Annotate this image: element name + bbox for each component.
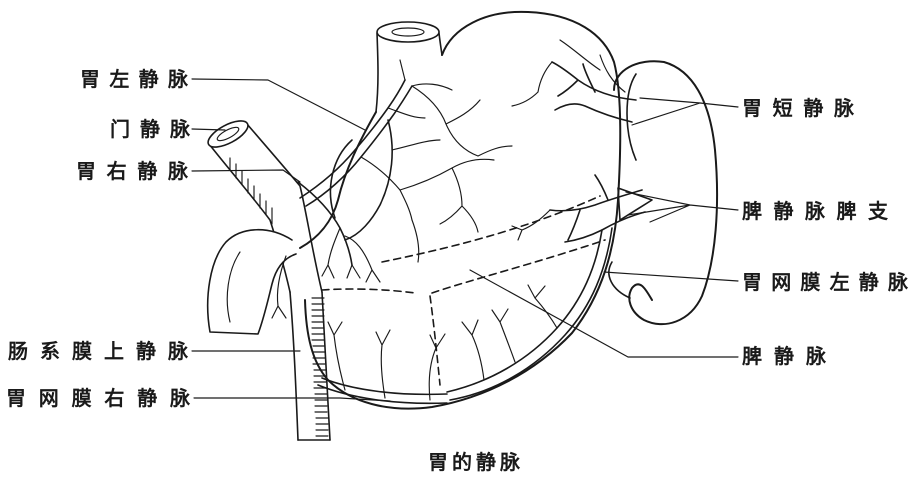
left-gastric-vein <box>300 60 452 240</box>
esophagus-wall-right <box>439 33 442 55</box>
leader-line-right-gastric-vein <box>192 170 300 182</box>
gastric-wall-vein-middle <box>400 159 494 232</box>
label-right-gastric-vein: 胃右静脉 <box>76 159 189 183</box>
label-splenic-vein: 脾静脉 <box>742 344 827 368</box>
spleen <box>609 61 717 324</box>
gastric-wall-vein-upper <box>412 86 512 156</box>
label-right-gastroepiploic-vein: 胃网膜右静脉 <box>6 386 191 410</box>
esophagus-wall-left <box>376 33 378 112</box>
short-gastric-vein-upper <box>552 62 636 100</box>
dashed-line-vertical <box>430 296 440 385</box>
spleen-hilum-upper <box>627 74 636 160</box>
label-left-gastroepiploic-vein: 胃网膜左静脉 <box>742 270 909 294</box>
right-gastroepiploic-vein-branches <box>328 322 445 400</box>
label-superior-mesenteric-vein: 肠系膜上静脉 <box>8 339 189 363</box>
left-gastric-vein-descending-branch <box>345 120 392 240</box>
portal-vein-shading <box>230 158 272 224</box>
smv-wall-left <box>290 292 298 440</box>
label-splenic-vein-splenic-branches: 脾静脉脾支 <box>742 199 889 223</box>
splenic-branch-twigs <box>512 210 550 240</box>
splenic-branches <box>512 175 652 242</box>
superior-mesenteric-vein <box>290 292 330 440</box>
label-left-gastric-vein: 胃左静脉 <box>80 67 189 91</box>
duodenum <box>208 230 296 334</box>
leader-line-left-gastroepiploic-vein <box>604 272 738 281</box>
right-gastroepiploic-vein <box>318 322 447 403</box>
dashed-line-splenic-right <box>432 240 605 293</box>
splenic-branch-upper <box>550 175 642 240</box>
leader-line-short-gastric-veins <box>632 98 738 125</box>
esophagus <box>376 22 442 112</box>
left-gastroepiploic-vein-wall-b <box>447 230 602 392</box>
portal-vein-cut-end <box>204 116 251 153</box>
gastric-wall-veins <box>392 86 512 262</box>
label-portal-vein: 门静脉 <box>110 117 191 141</box>
spleen-lower-pole <box>609 262 630 298</box>
right-gastric-vein-branches <box>322 228 380 282</box>
left-gastroepiploic-vein-wall-a <box>450 228 612 400</box>
left-gastroepiploic-vein-branches <box>462 285 557 380</box>
leader-line-left-gastric-vein <box>192 79 365 130</box>
dashed-line-splenic-left <box>322 289 415 293</box>
esophagus-opening <box>377 22 439 42</box>
duodenum-outline <box>208 230 296 334</box>
leader-line-splenic-vein <box>470 270 738 357</box>
figure-caption: 胃的静脉 <box>428 450 521 474</box>
left-gastroepiploic-vein <box>447 228 612 400</box>
labels-right: 胃短静脉 脾静脉脾支 胃网膜左静脉 脾静脉 <box>742 96 909 368</box>
gastric-wall-vein-small <box>392 140 440 262</box>
labels-left: 胃左静脉 门静脉 胃右静脉 肠系膜上静脉 胃网膜右静脉 <box>6 67 191 410</box>
label-short-gastric-veins: 胃短静脉 <box>742 96 855 120</box>
